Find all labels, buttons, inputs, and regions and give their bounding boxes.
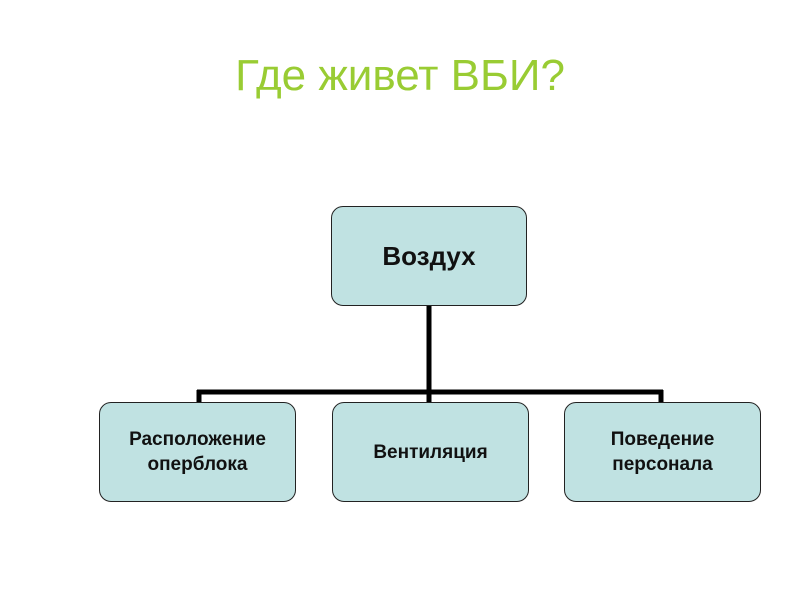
node-label-child-3: Поведение персонала xyxy=(610,429,715,475)
diagram-node-child-3: Поведение персонала xyxy=(564,402,761,502)
node-label-child-2: Вентиляция xyxy=(373,441,488,463)
slide-title: Где живет ВБИ? xyxy=(235,51,565,100)
diagram-node-root: Воздух xyxy=(331,206,527,306)
node-label-child-1: Расположение оперблока xyxy=(129,429,266,475)
node-label-root: Воздух xyxy=(382,240,476,271)
diagram-node-child-1: Расположение оперблока xyxy=(99,402,296,502)
diagram-node-child-2: Вентиляция xyxy=(332,402,529,502)
